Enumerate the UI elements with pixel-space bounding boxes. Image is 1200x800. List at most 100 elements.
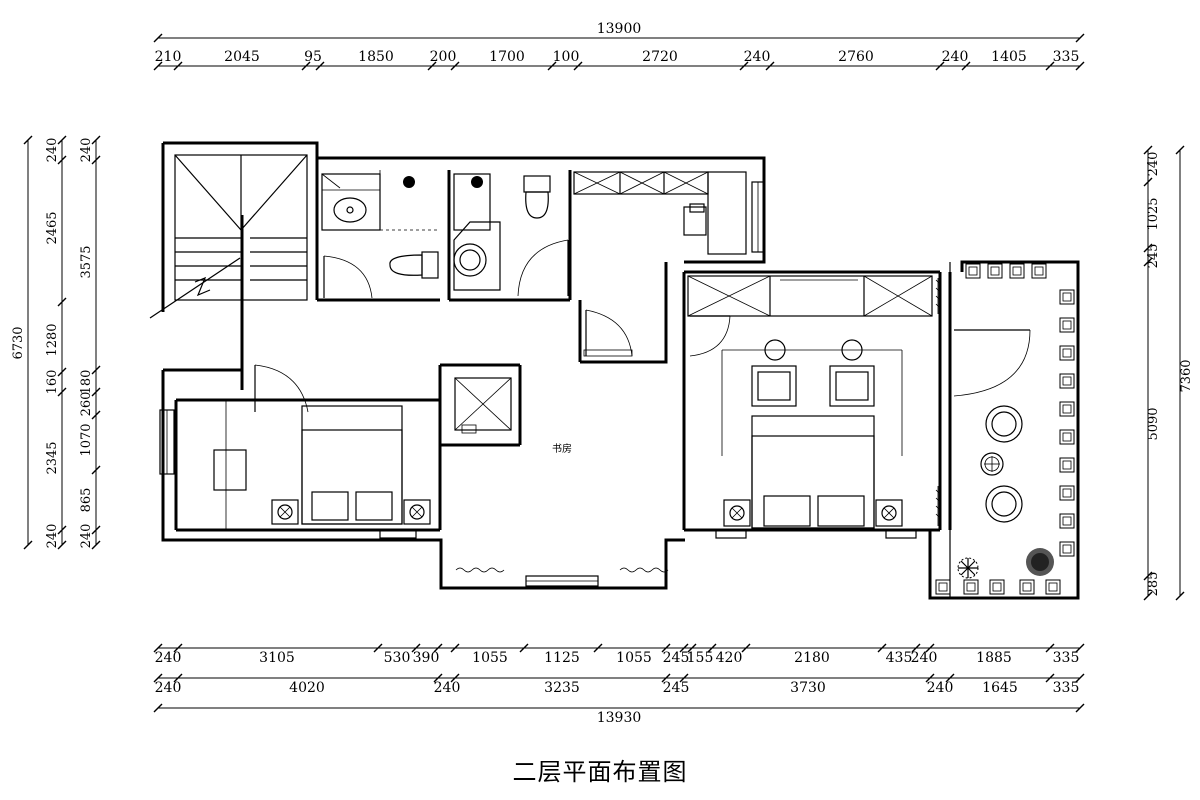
hall-door [583, 309, 633, 357]
bottom-row2-dim-8: 1645 [982, 680, 1018, 696]
dimension-tick [57, 297, 67, 307]
dimension-tick [91, 410, 101, 420]
dimension-tick [57, 525, 67, 535]
right-bedroom [687, 275, 1031, 539]
dimension-tick [153, 61, 163, 71]
bottom-row1-dim-11: 2180 [794, 650, 830, 666]
balcony-tile-inner [1062, 404, 1072, 414]
left-inner-dim-4: 160 [45, 370, 60, 395]
bottom-row1-dim-8: 245 [663, 650, 690, 666]
top-dim-4: 1850 [358, 49, 394, 65]
bottom-row2-dim-3: 240 [434, 680, 461, 696]
balcony-tile-inner [968, 266, 978, 276]
dimension-tick [1045, 61, 1055, 71]
dimension-tick [373, 643, 383, 653]
dimension-tick [679, 673, 689, 683]
bottom-row1-dim-12: 435 [886, 650, 913, 666]
dimension-tick [1143, 591, 1153, 601]
bottom-row2-dim-4: 3235 [544, 680, 580, 696]
bottom-row2-dim-2: 4020 [289, 680, 325, 696]
dimension-tick [707, 643, 717, 653]
right-dimension-lines: 240 1025 245 5090 285 7360 [1143, 145, 1194, 601]
balcony-tile [1059, 345, 1075, 361]
dimension-tick [687, 643, 697, 653]
dimension-tick [547, 61, 557, 71]
dimension-tick [1075, 33, 1085, 43]
bottom-row1-dim-4: 390 [413, 650, 440, 666]
dimension-tick [57, 155, 67, 165]
left-mid-dim-6: 865 [79, 488, 94, 513]
dimension-tick [301, 61, 311, 71]
dimension-tick [1143, 145, 1153, 155]
bottom-row1-dim-7: 1055 [616, 650, 652, 666]
left-overall-dim: 6730 [11, 326, 26, 359]
left-bedroom [159, 364, 431, 539]
top-dim-10: 2760 [838, 49, 874, 65]
balcony-tile-inner [1062, 376, 1072, 386]
dimension-tick [91, 387, 101, 397]
balcony-tile [1059, 373, 1075, 389]
walls [161, 141, 1080, 600]
left-mid-dim-2: 3575 [79, 245, 94, 278]
balcony-tile [1059, 401, 1075, 417]
top-dim-1: 210 [155, 49, 182, 65]
balcony-tile-inner [990, 266, 1000, 276]
bottom-row2-dim-6: 3730 [790, 680, 826, 696]
balcony-tile [989, 579, 1005, 595]
right-bed [721, 349, 903, 529]
dimension-tick [1143, 571, 1153, 581]
top-dim-8: 2720 [642, 49, 678, 65]
dimension-tick [153, 703, 163, 713]
bottom-row1-dim-9: 155 [687, 650, 714, 666]
dimension-tick [57, 387, 67, 397]
balcony-tile-inner [1048, 582, 1058, 592]
right-inner-dim-5: 285 [1146, 572, 1161, 597]
balcony-tile [987, 263, 1003, 279]
dimension-tick [935, 61, 945, 71]
dimension-tick [91, 525, 101, 535]
dimension-tick [1075, 61, 1085, 71]
balcony-tile-inner [1012, 266, 1022, 276]
dimension-tick [925, 673, 935, 683]
balcony-tile-inner [1062, 320, 1072, 330]
bottom-row1-dim-1: 240 [155, 650, 182, 666]
balcony-tile [1045, 579, 1061, 595]
balcony-tile [1059, 289, 1075, 305]
dimension-tick [661, 673, 671, 683]
dimension-tick [91, 465, 101, 475]
dimension-tick [765, 61, 775, 71]
balcony-tile-inner [1062, 292, 1072, 302]
dimension-tick [925, 643, 935, 653]
top-dim-11: 240 [942, 49, 969, 65]
balcony [935, 263, 1075, 595]
bottom-row1-dim-15: 335 [1053, 650, 1080, 666]
dimension-tick [741, 643, 751, 653]
right-inner-dim-1: 240 [1146, 152, 1161, 177]
left-mid-dim-5: 1070 [79, 423, 94, 456]
top-dim-7: 100 [553, 49, 580, 65]
dimension-tick [450, 673, 460, 683]
top-dim-5: 200 [430, 49, 457, 65]
toilet-right [523, 175, 551, 219]
dimension-tick [961, 61, 971, 71]
left-mid-dim-1: 240 [79, 138, 94, 163]
bottom-row1-dim-10: 420 [716, 650, 743, 666]
dimension-tick [945, 673, 955, 683]
potted-plant-2 [1026, 548, 1054, 576]
balcony-tile [935, 579, 951, 595]
dimension-tick [1143, 177, 1153, 187]
dimension-tick [593, 643, 603, 653]
dimension-tick [411, 643, 421, 653]
dimension-tick [91, 540, 101, 550]
dimension-tick [661, 643, 671, 653]
balcony-tile [965, 263, 981, 279]
dimension-tick [91, 155, 101, 165]
balcony-tile-inner [938, 582, 948, 592]
lounge-chair-2 [985, 485, 1023, 523]
study-label: 书房 [552, 442, 572, 455]
balcony-tile [1059, 541, 1075, 557]
top-dim-3: 95 [304, 49, 322, 65]
bottom-row1-dim-2: 3105 [259, 650, 295, 666]
bottom-row2-dim-7: 240 [927, 680, 954, 696]
